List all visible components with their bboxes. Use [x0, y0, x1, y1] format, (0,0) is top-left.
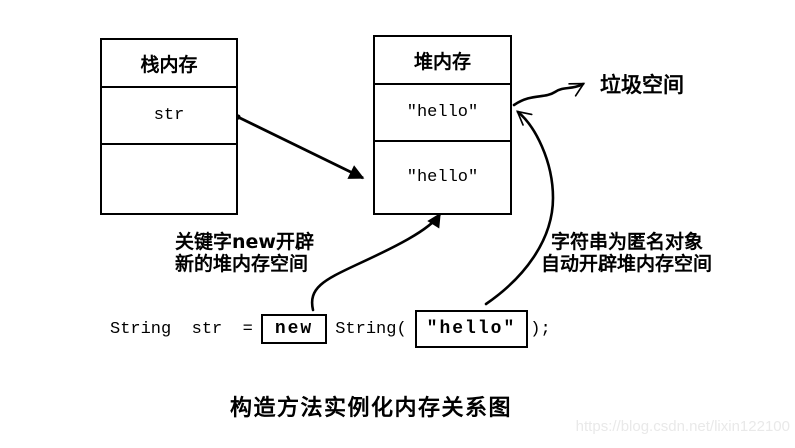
diagram-caption: 构造方法实例化内存关系图	[230, 396, 513, 421]
code-new-keyword-box: new	[260, 314, 328, 344]
stack-memory-title: 栈内存	[102, 40, 236, 88]
arrow-str-to-new-object	[239, 116, 365, 180]
code-prefix: String str =	[110, 319, 253, 339]
stack-row-str: str	[102, 88, 236, 145]
heap-row-new-hello: ″hello″	[406, 168, 479, 187]
heap-row-anonymous-hello: ″hello″	[375, 85, 510, 142]
garbage-space-label: 垃圾空间	[600, 73, 684, 97]
code-suffix: );	[530, 319, 551, 339]
code-statement: String str = new String( ″hello″ );	[110, 304, 551, 354]
arrow-heap-to-garbage	[512, 82, 586, 107]
arrow-new-keyword-to-heap	[310, 212, 442, 312]
annotation-new-keyword: 关键字new开辟 新的堆内存空间	[175, 231, 314, 275]
watermark-url: https://blog.csdn.net/lixin122100	[575, 418, 790, 435]
annotation-anonymous-line1: 字符串为匿名对象	[551, 231, 704, 253]
annotation-new-line1: 关键字new开辟	[175, 231, 314, 253]
code-middle: String(	[335, 319, 407, 339]
annotation-anonymous-line2: 自动开辟堆内存空间	[541, 253, 713, 275]
annotation-anonymous-string: 字符串为匿名对象 自动开辟堆内存空间	[541, 231, 712, 275]
annotation-new-line2: 新的堆内存空间	[175, 253, 309, 275]
heap-memory-box: 堆内存 ″hello″ ″hello″	[373, 35, 512, 215]
stack-memory-box: 栈内存 str	[100, 38, 238, 215]
stack-row-empty	[102, 145, 236, 213]
code-string-literal-box: ″hello″	[414, 310, 529, 348]
heap-memory-title: 堆内存	[375, 37, 510, 85]
